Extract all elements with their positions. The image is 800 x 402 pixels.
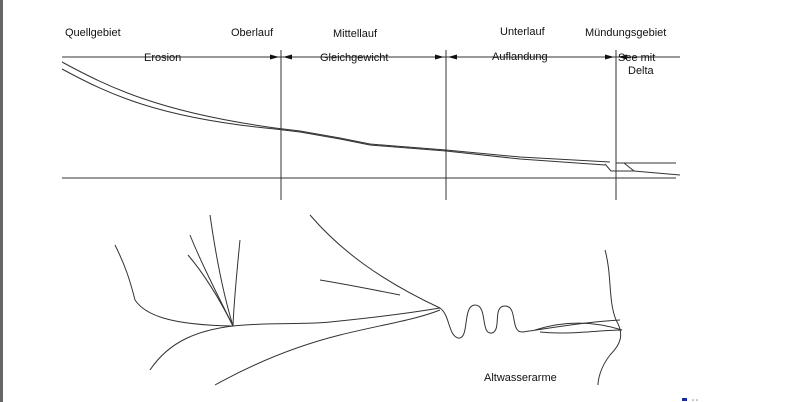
label-altwasserarme: Altwasserarme <box>484 372 557 384</box>
label-gleichgewicht: Gleichgewicht <box>320 52 388 64</box>
label-erosion: Erosion <box>144 52 181 64</box>
river-network-map <box>114 214 623 386</box>
left-border <box>0 0 3 402</box>
arrowheads <box>270 54 627 60</box>
longitudinal-profile <box>61 61 681 176</box>
label-auflandung: Auflandung <box>492 51 548 63</box>
label-mittellauf: Mittellauf <box>333 28 378 40</box>
label-muendungsgebiet: Mündungsgebiet <box>585 27 666 39</box>
label-unterlauf: Unterlauf <box>500 26 546 38</box>
label-see-mit: See mit <box>618 52 655 64</box>
dot-icon <box>692 399 694 401</box>
small-marker-icon <box>682 398 687 401</box>
dot-icon <box>696 399 698 401</box>
label-oberlauf: Oberlauf <box>231 27 274 39</box>
label-delta: Delta <box>628 65 655 77</box>
label-quellgebiet: Quellgebiet <box>65 27 121 39</box>
